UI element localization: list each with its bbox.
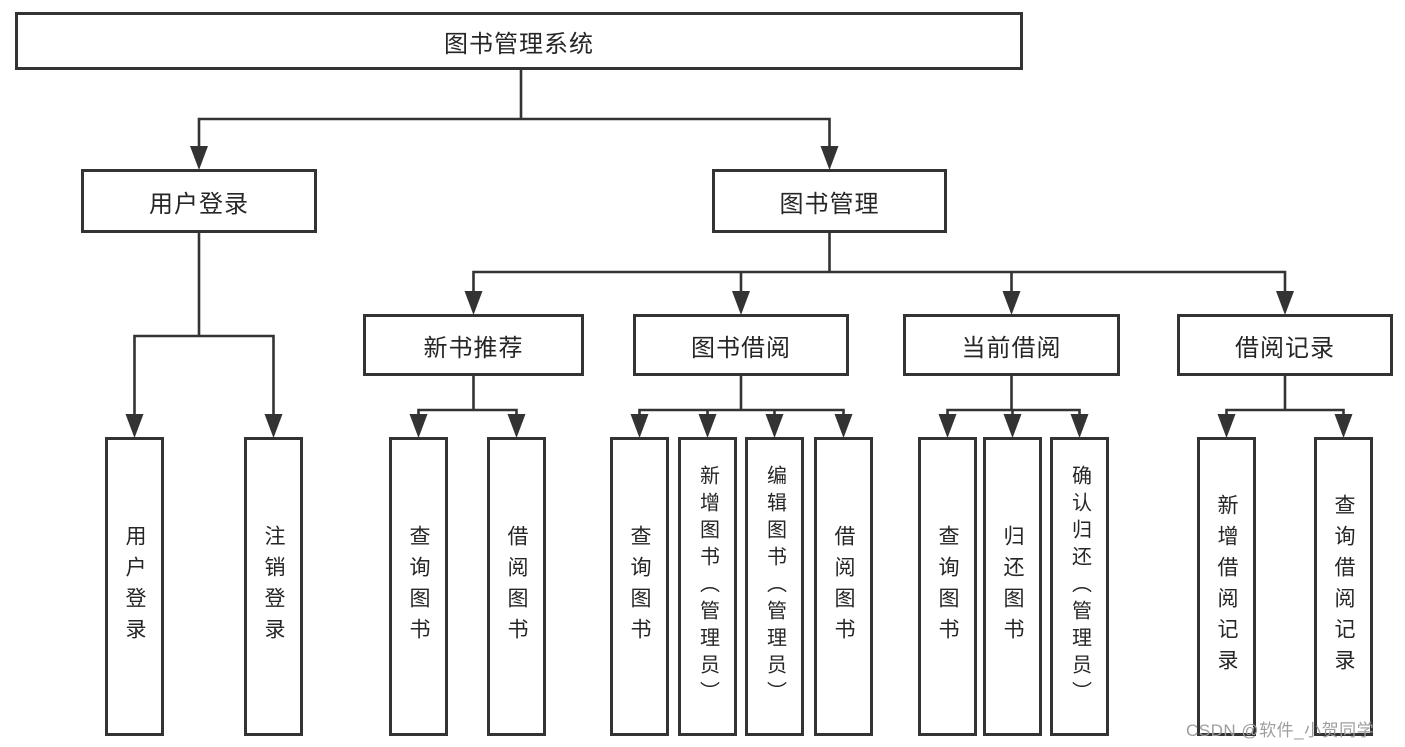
- arrow-down: [1334, 414, 1353, 438]
- connector-current-borrow-to-children: [938, 376, 1089, 438]
- arrow-down: [834, 414, 853, 438]
- connector-new-book-recommend-to-children: [409, 376, 526, 438]
- node-user-login: 用户登录: [81, 169, 317, 233]
- arrow-down: [125, 414, 144, 438]
- connector-borrow-record-to-children: [1217, 376, 1353, 438]
- arrow-down: [630, 414, 649, 438]
- node-leaf-query-book-borrow: 查询图书: [610, 437, 669, 736]
- arrow-down: [409, 414, 428, 438]
- node-borrow-record: 借阅记录: [1177, 314, 1393, 376]
- arrow-down: [1003, 414, 1022, 438]
- node-leaf-add-borrow-record: 新增借阅记录: [1197, 437, 1256, 736]
- node-leaf-return-book: 归还图书: [983, 437, 1042, 736]
- connector-line: [946, 376, 1081, 414]
- connector-root-to-level2: [190, 70, 839, 170]
- connector-user-login-to-children: [125, 233, 283, 438]
- arrow-down: [507, 414, 526, 438]
- node-leaf-add-book-admin: 新增图书（管理员）: [678, 437, 737, 736]
- connector-line: [417, 376, 518, 414]
- connector-line: [1225, 376, 1345, 414]
- arrow-down: [732, 291, 750, 315]
- arrow-down: [464, 291, 483, 315]
- arrow-down: [765, 414, 784, 438]
- node-root: 图书管理系统: [15, 12, 1023, 70]
- arrow-down: [1002, 291, 1021, 315]
- node-leaf-user-login: 用户登录: [105, 437, 164, 736]
- node-leaf-borrow-book-recommend: 借阅图书: [487, 437, 546, 736]
- connector-line: [638, 376, 845, 414]
- arrow-down: [190, 146, 208, 170]
- arrow-down: [698, 414, 717, 438]
- node-leaf-borrow-book: 借阅图书: [814, 437, 873, 736]
- watermark: CSDN @软件_小贺同学: [1186, 721, 1375, 740]
- arrow-down: [820, 146, 839, 170]
- node-new-book-recommend: 新书推荐: [363, 314, 584, 376]
- connector-line: [472, 233, 1287, 291]
- arrow-down: [264, 414, 283, 438]
- connector-line: [133, 233, 275, 414]
- node-leaf-edit-book-admin: 编辑图书（管理员）: [745, 437, 804, 736]
- node-leaf-confirm-return-admin: 确认归还（管理员）: [1050, 437, 1109, 736]
- node-book-borrow: 图书借阅: [633, 314, 849, 376]
- node-leaf-query-book-recommend: 查询图书: [389, 437, 448, 736]
- arrow-down: [938, 414, 957, 438]
- node-leaf-logout: 注销登录: [244, 437, 303, 736]
- connector-line: [197, 70, 831, 146]
- node-leaf-query-borrow-record: 查询借阅记录: [1314, 437, 1373, 736]
- node-leaf-query-book-current: 查询图书: [918, 437, 977, 736]
- node-current-borrow: 当前借阅: [903, 314, 1120, 376]
- connector-book-management-to-level3: [464, 233, 1294, 315]
- arrow-down: [1070, 414, 1089, 438]
- connector-book-borrow-to-children: [630, 376, 853, 438]
- arrow-down: [1217, 414, 1236, 438]
- node-book-management: 图书管理: [712, 169, 947, 233]
- arrow-down: [1276, 291, 1294, 315]
